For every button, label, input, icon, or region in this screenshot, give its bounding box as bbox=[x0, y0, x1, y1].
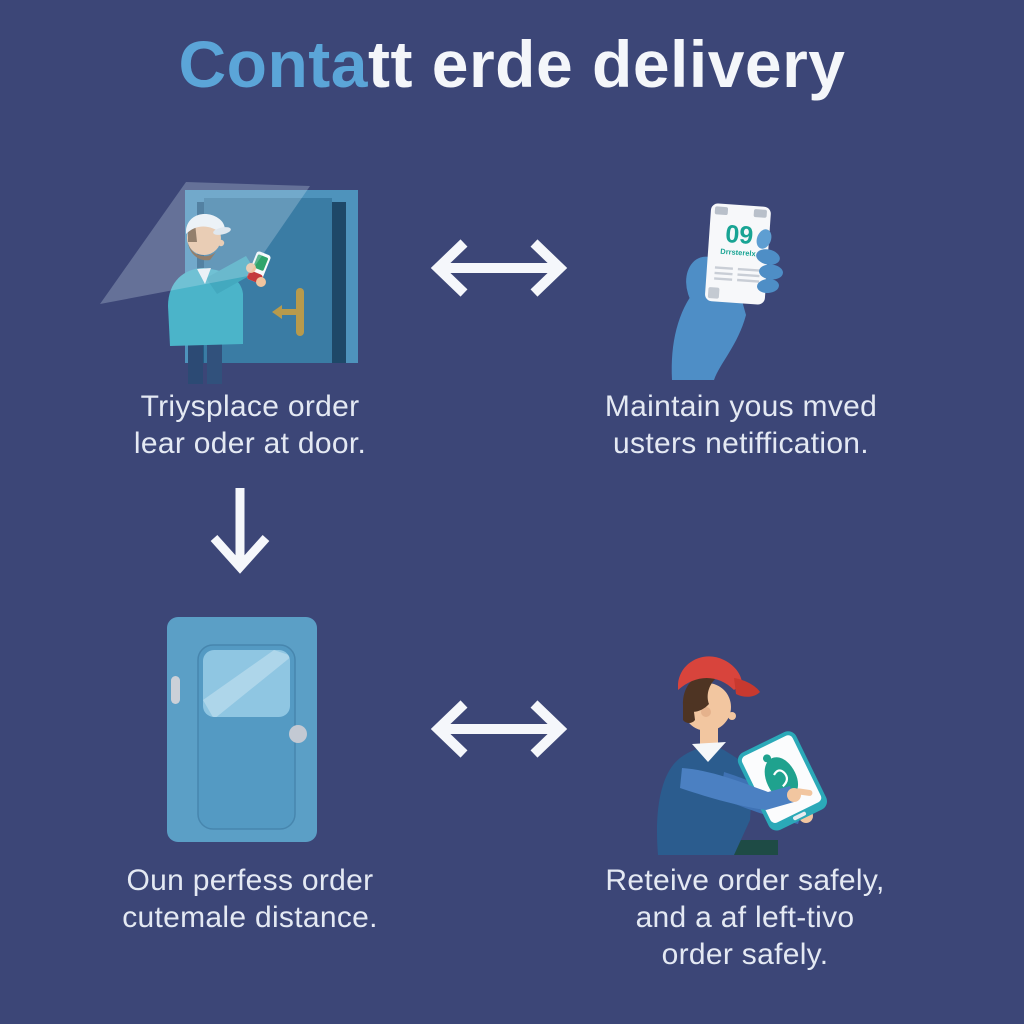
caption-line: lear oder at door. bbox=[133, 427, 367, 460]
caption-top-left: Triysplace order lear oder at door. bbox=[75, 388, 425, 462]
door-window bbox=[203, 650, 290, 717]
swap-arrow-bottom-icon bbox=[428, 697, 570, 761]
caption-line: order safely. bbox=[661, 938, 829, 971]
notification-phone: 09 Drrsterelx bbox=[705, 203, 771, 305]
swap-arrow-top-icon bbox=[428, 236, 570, 300]
caption-line: cutemale distance. bbox=[122, 901, 378, 934]
page-title-accent: Conta bbox=[178, 27, 368, 101]
courier-at-door-illustration bbox=[100, 172, 400, 392]
courier-figure bbox=[168, 214, 271, 384]
customer-with-tablet-illustration bbox=[600, 620, 860, 855]
caption-line: Triysplace order bbox=[140, 390, 360, 423]
open-door bbox=[185, 190, 358, 363]
down-arrow-icon bbox=[205, 482, 275, 577]
page-title-rest: tt erde delivery bbox=[367, 27, 846, 101]
caption-line: usters netiffication. bbox=[613, 427, 869, 460]
caption-line: and a af left-tivo bbox=[635, 901, 855, 934]
red-cap bbox=[678, 656, 760, 697]
front-door-illustration bbox=[162, 612, 322, 847]
phone-app-logo: 09 bbox=[724, 220, 754, 250]
caption-top-right: Maintain yous mved usters netiffication. bbox=[566, 388, 916, 462]
door-side-handle bbox=[171, 676, 180, 704]
hand-holding-phone-illustration: 09 Drrsterelx bbox=[650, 195, 900, 380]
pointing-hand bbox=[680, 768, 813, 810]
caption-bottom-left: Oun perfess order cutemale distance. bbox=[75, 862, 425, 936]
phone-text-lines bbox=[714, 266, 760, 283]
caption-line: Reteive order safely, bbox=[605, 864, 885, 897]
caption-bottom-right: Reteive order safely, and a af left-tivo… bbox=[570, 862, 920, 973]
white-cap bbox=[186, 214, 231, 235]
page-title: Contatt erde delivery bbox=[0, 28, 1024, 101]
gripping-fingers bbox=[756, 229, 783, 294]
caption-line: Oun perfess order bbox=[126, 864, 374, 897]
caption-line: Maintain yous mved bbox=[604, 390, 878, 423]
phone-app-brand: Drrsterelx bbox=[720, 247, 757, 259]
door-handle bbox=[272, 288, 304, 336]
door-knob bbox=[289, 725, 307, 743]
light-beam bbox=[100, 182, 310, 304]
